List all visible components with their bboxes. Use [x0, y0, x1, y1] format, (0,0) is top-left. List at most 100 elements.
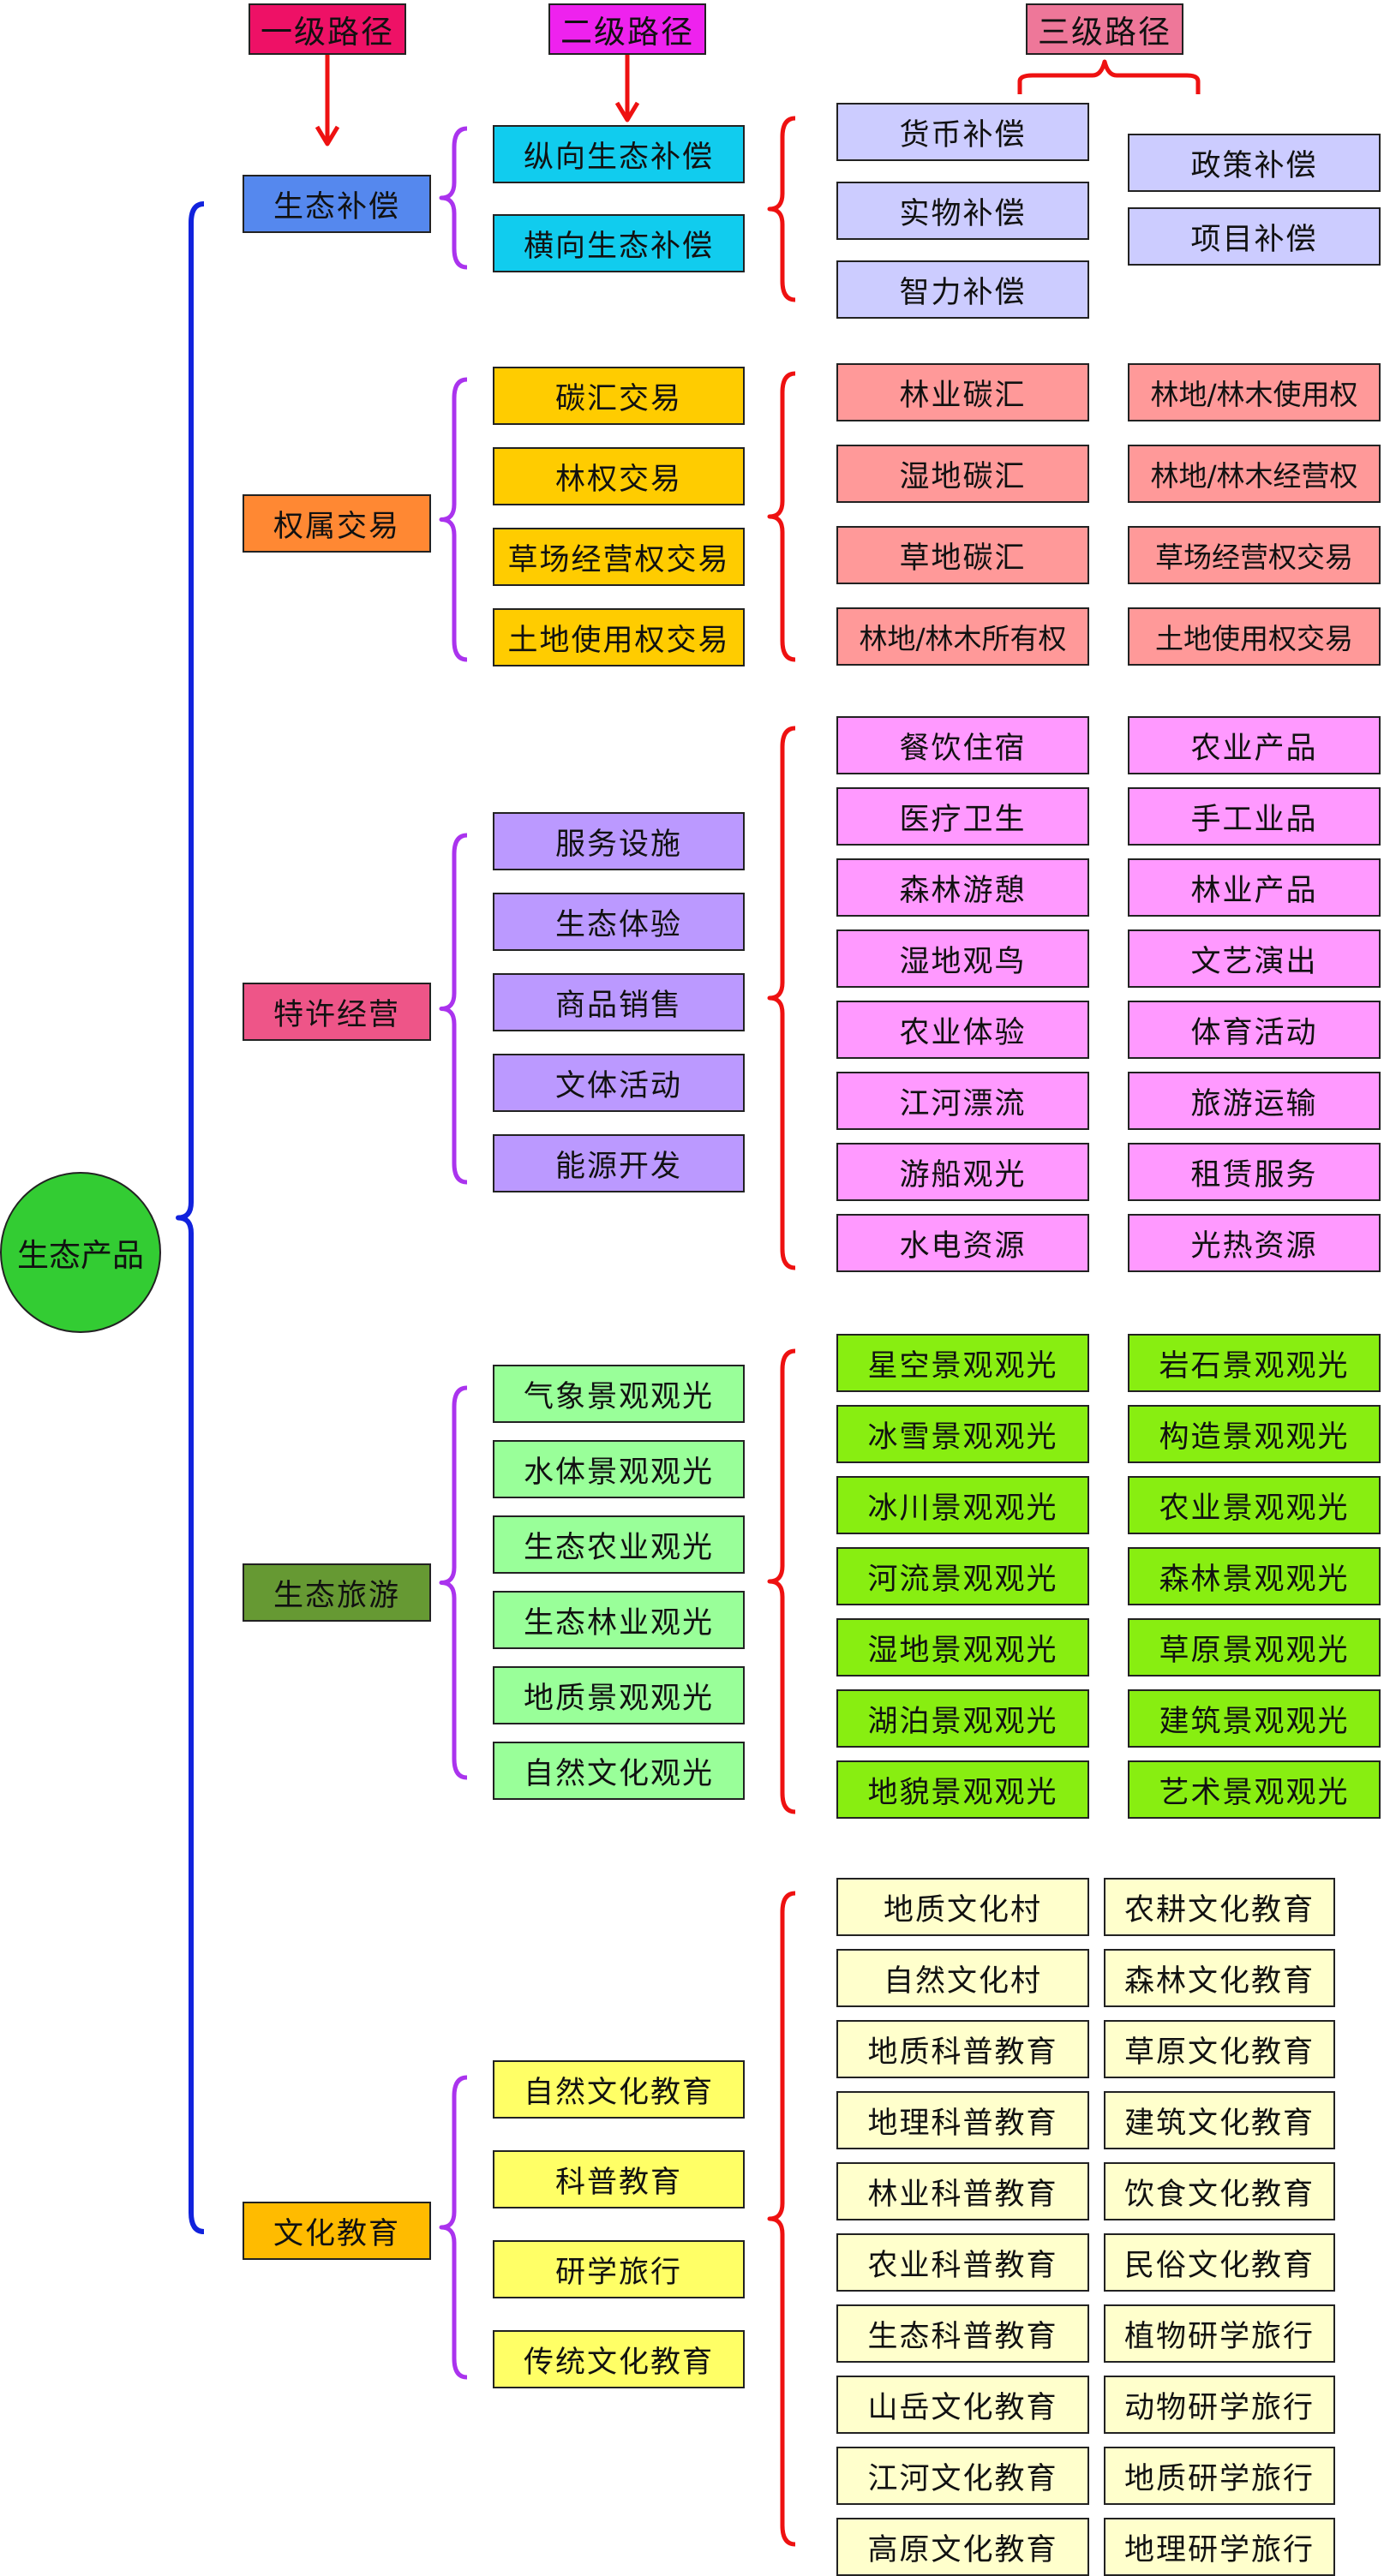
item-5-l-8: 山岳文化教育: [836, 2376, 1089, 2434]
item-3-r-1: 农业产品: [1128, 716, 1381, 774]
item-1-r-2: 项目补偿: [1128, 207, 1381, 266]
subcategory-5-4: 传统文化教育: [493, 2330, 745, 2388]
subcategory-4-3: 生态农业观光: [493, 1515, 745, 1574]
item-5-l-4: 地理科普教育: [836, 2091, 1089, 2149]
arrow-head-1: [315, 125, 340, 146]
item-3-l-2: 医疗卫生: [836, 787, 1089, 846]
item-5-r-6: 民俗文化教育: [1104, 2233, 1335, 2292]
subcategory-5-1: 自然文化教育: [493, 2060, 745, 2119]
brace-l2-5: [439, 2075, 468, 2380]
subcategory-5-3: 研学旅行: [493, 2240, 745, 2298]
subcategory-2-2: 林权交易: [493, 447, 745, 505]
subcategory-4-5: 地质景观观光: [493, 1666, 745, 1724]
header3-bracket: [1017, 59, 1201, 94]
item-2-l-2: 湿地碳汇: [836, 445, 1089, 503]
item-4-r-3: 农业景观观光: [1128, 1476, 1381, 1534]
item-5-r-10: 地理研学旅行: [1104, 2518, 1335, 2576]
header-level1: 一级路径: [249, 3, 406, 55]
item-1-l-2: 实物补偿: [836, 182, 1089, 240]
item-5-l-2: 自然文化村: [836, 1949, 1089, 2007]
brace-l3-3: [767, 726, 796, 1270]
subcategory-3-3: 商品销售: [493, 973, 745, 1031]
item-2-r-2: 林地/林木经营权: [1128, 445, 1381, 503]
main-brace: [176, 201, 205, 2234]
item-5-l-5: 林业科普教育: [836, 2162, 1089, 2220]
item-2-r-3: 草场经营权交易: [1128, 526, 1381, 584]
item-5-r-2: 森林文化教育: [1104, 1949, 1335, 2007]
item-3-l-4: 湿地观鸟: [836, 929, 1089, 988]
category-5: 文化教育: [243, 2202, 431, 2260]
item-3-l-8: 水电资源: [836, 1214, 1089, 1272]
subcategory-4-1: 气象景观观光: [493, 1365, 745, 1423]
subcategory-3-5: 能源开发: [493, 1134, 745, 1192]
item-3-l-3: 森林游憩: [836, 858, 1089, 917]
item-3-l-1: 餐饮住宿: [836, 716, 1089, 774]
root-node: 生态产品: [0, 1172, 161, 1333]
brace-l3-2: [767, 371, 796, 662]
item-4-r-6: 建筑景观观光: [1128, 1689, 1381, 1748]
arrow-head-2: [614, 101, 640, 123]
item-5-l-7: 生态科普教育: [836, 2304, 1089, 2363]
item-4-r-5: 草原景观观光: [1128, 1618, 1381, 1676]
subcategory-1-1: 纵向生态补偿: [493, 125, 745, 183]
item-5-l-10: 高原文化教育: [836, 2518, 1089, 2576]
item-1-l-3: 智力补偿: [836, 260, 1089, 319]
item-4-l-2: 冰雪景观观光: [836, 1405, 1089, 1463]
item-5-r-4: 建筑文化教育: [1104, 2091, 1335, 2149]
brace-l3-5: [767, 1891, 796, 2547]
item-5-l-1: 地质文化村: [836, 1878, 1089, 1936]
subcategory-2-3: 草场经营权交易: [493, 528, 745, 586]
brace-l3-4: [767, 1348, 796, 1814]
item-3-r-2: 手工业品: [1128, 787, 1381, 846]
subcategory-4-2: 水体景观观光: [493, 1440, 745, 1498]
item-4-l-3: 冰川景观观光: [836, 1476, 1089, 1534]
item-3-r-6: 旅游运输: [1128, 1072, 1381, 1130]
item-5-l-3: 地质科普教育: [836, 2020, 1089, 2078]
subcategory-2-4: 土地使用权交易: [493, 608, 745, 666]
item-2-l-4: 林地/林木所有权: [836, 607, 1089, 666]
brace-l2-2: [439, 377, 468, 662]
item-1-r-1: 政策补偿: [1128, 134, 1381, 192]
subcategory-4-6: 自然文化观光: [493, 1742, 745, 1800]
category-4: 生态旅游: [243, 1563, 431, 1622]
subcategory-4-4: 生态林业观光: [493, 1591, 745, 1649]
item-5-r-9: 地质研学旅行: [1104, 2447, 1335, 2505]
item-3-r-8: 光热资源: [1128, 1214, 1381, 1272]
category-2: 权属交易: [243, 494, 431, 553]
item-5-r-8: 动物研学旅行: [1104, 2376, 1335, 2434]
item-3-l-6: 江河漂流: [836, 1072, 1089, 1130]
item-2-r-4: 土地使用权交易: [1128, 607, 1381, 666]
brace-l2-4: [439, 1385, 468, 1780]
subcategory-2-1: 碳汇交易: [493, 367, 745, 425]
category-3: 特许经营: [243, 983, 431, 1041]
item-4-l-7: 地貌景观观光: [836, 1760, 1089, 1819]
item-5-r-7: 植物研学旅行: [1104, 2304, 1335, 2363]
brace-l3-1: [767, 116, 796, 302]
subcategory-3-1: 服务设施: [493, 812, 745, 870]
subcategory-3-2: 生态体验: [493, 893, 745, 951]
category-1: 生态补偿: [243, 175, 431, 233]
item-4-l-5: 湿地景观观光: [836, 1618, 1089, 1676]
item-4-r-1: 岩石景观观光: [1128, 1334, 1381, 1392]
item-4-r-4: 森林景观观光: [1128, 1547, 1381, 1605]
item-2-r-1: 林地/林木使用权: [1128, 363, 1381, 421]
item-4-l-4: 河流景观观光: [836, 1547, 1089, 1605]
item-5-r-1: 农耕文化教育: [1104, 1878, 1335, 1936]
item-2-l-1: 林业碳汇: [836, 363, 1089, 421]
item-5-l-6: 农业科普教育: [836, 2233, 1089, 2292]
item-3-r-3: 林业产品: [1128, 858, 1381, 917]
item-2-l-3: 草地碳汇: [836, 526, 1089, 584]
item-3-r-4: 文艺演出: [1128, 929, 1381, 988]
item-5-r-5: 饮食文化教育: [1104, 2162, 1335, 2220]
item-3-l-7: 游船观光: [836, 1143, 1089, 1201]
item-5-l-9: 江河文化教育: [836, 2447, 1089, 2505]
item-5-r-3: 草原文化教育: [1104, 2020, 1335, 2078]
subcategory-3-4: 文体活动: [493, 1054, 745, 1112]
item-4-l-1: 星空景观观光: [836, 1334, 1089, 1392]
subcategory-1-2: 横向生态补偿: [493, 214, 745, 272]
brace-l2-1: [439, 126, 468, 270]
item-3-l-5: 农业体验: [836, 1001, 1089, 1059]
item-3-r-7: 租赁服务: [1128, 1143, 1381, 1201]
subcategory-5-2: 科普教育: [493, 2150, 745, 2208]
header-level2: 二级路径: [548, 3, 706, 55]
